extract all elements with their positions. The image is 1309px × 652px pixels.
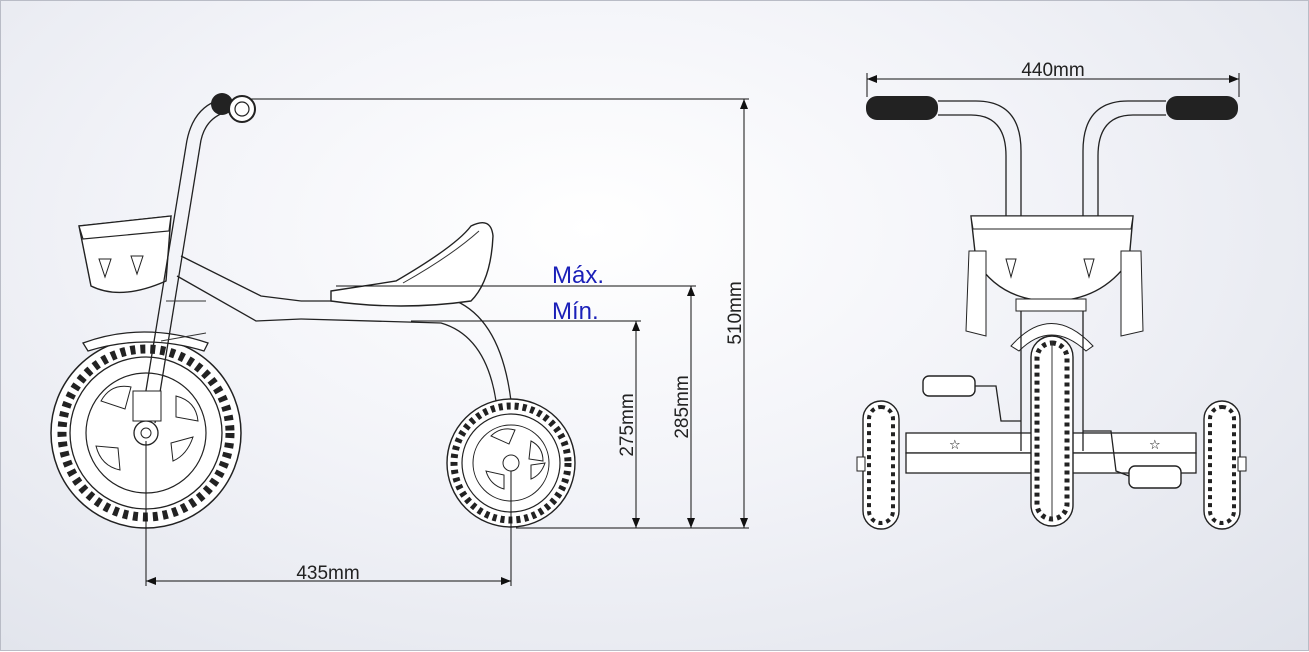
front-wheel-frontview (1030, 335, 1074, 527)
dimension-seat-min: 275mm (411, 320, 641, 528)
left-rear-wheel-frontview (856, 400, 900, 530)
seat-min-height-label: 275mm (617, 393, 638, 456)
handle-grip (211, 93, 256, 123)
front-fender (82, 331, 209, 352)
left-rear-panel (965, 250, 987, 337)
handlebar-width-label: 440mm (1021, 60, 1084, 81)
front-view: 440mm ☆ ☆ (856, 60, 1247, 530)
seat (330, 222, 494, 307)
dimension-handlebar-width: 440mm (866, 60, 1240, 97)
seat-min-label: Mín. (552, 298, 599, 325)
right-grip (1166, 96, 1238, 120)
star-right-icon: ☆ (1149, 438, 1161, 453)
wheelbase-label: 435mm (296, 563, 359, 584)
fork-crown (1015, 298, 1087, 312)
front-basket-frontview (970, 215, 1134, 302)
seat-max-label: Máx. (552, 262, 604, 289)
front-fender-frontview (1010, 323, 1094, 352)
front-basket (78, 215, 172, 294)
rear-wheel (446, 398, 576, 528)
dimension-total-height: 510mm (251, 98, 749, 529)
left-grip (866, 96, 938, 120)
front-wheel (50, 337, 242, 529)
right-rear-panel (1120, 250, 1144, 337)
star-left-icon: ☆ (949, 438, 961, 453)
steering-column (132, 100, 224, 424)
side-view: 510mm 285mm 275mm Máx. Mín. 4 (50, 93, 749, 586)
dimension-seat-max: 285mm (336, 285, 696, 528)
right-rear-wheel-frontview (1203, 400, 1247, 530)
dimension-wheelbase: 435mm (145, 441, 512, 586)
handlebar (938, 100, 1166, 216)
seat-max-height-label: 285mm (672, 375, 693, 438)
pedals (922, 375, 1182, 489)
total-height-label: 510mm (725, 281, 746, 344)
